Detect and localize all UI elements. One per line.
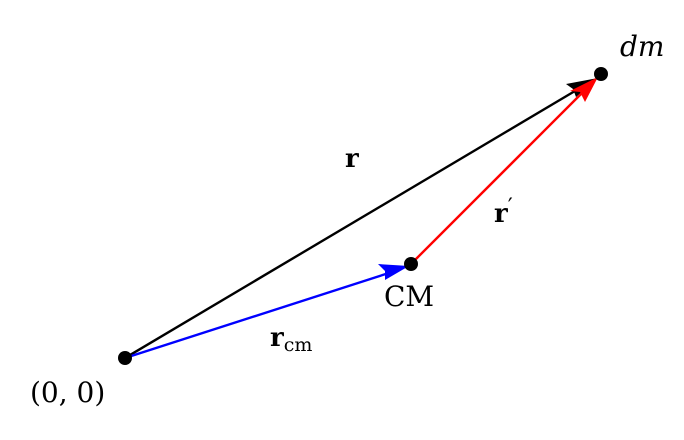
vector-r [124, 78, 598, 360]
vector-r-label: r [345, 144, 359, 174]
vector-r-prime-shaft [410, 88, 587, 265]
vector-r-cm [124, 264, 409, 360]
dm-point [594, 67, 608, 81]
vector-r-cm-symbol: r [270, 323, 284, 353]
dm-label: dm [620, 30, 664, 63]
origin-point [118, 351, 132, 365]
vector-r-cm-subscript: cm [284, 334, 313, 356]
vector-r-prime-mark: ′ [508, 195, 513, 220]
vector-r-shaft [124, 86, 581, 360]
cm-label: CM [384, 280, 434, 313]
vector-r-prime-label: r′ [494, 195, 513, 229]
vector-r-cm-label: rcm [270, 323, 312, 356]
vector-r-prime-symbol: r [494, 199, 508, 229]
vector-r-prime-arrowhead [570, 77, 598, 102]
cm-point [404, 257, 418, 271]
vector-r-prime [410, 77, 598, 265]
vector-r-cm-arrowhead [378, 264, 409, 280]
vector-r-cm-shaft [124, 270, 393, 360]
origin-label: (0, 0) [30, 376, 105, 409]
